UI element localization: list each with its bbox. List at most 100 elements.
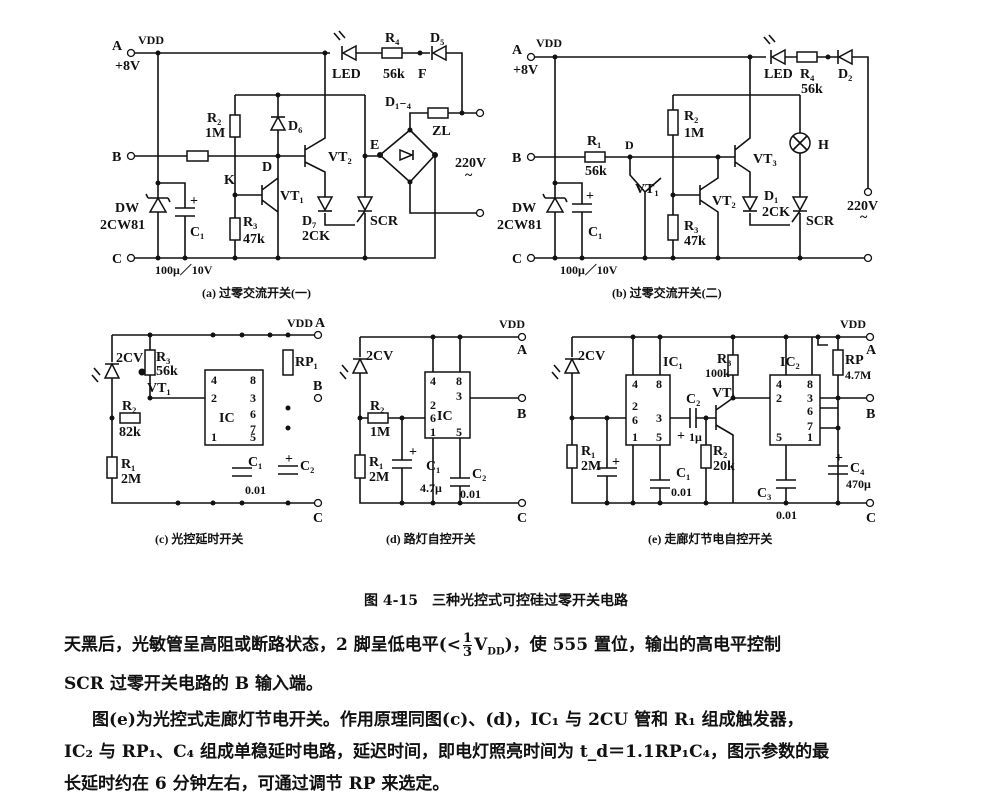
label-r3-value: 47k [684, 234, 706, 249]
resistor-r2 [667, 109, 679, 136]
pin-3: 3 [456, 389, 462, 403]
label-ic: IC [437, 409, 453, 424]
label-d2: D₂ [838, 67, 852, 82]
label-c3-value: 0.01 [776, 508, 797, 522]
label-r2-value: 82k [119, 425, 141, 440]
label-r2-value: 1M [684, 126, 704, 141]
terminal-b[interactable] [526, 152, 536, 162]
label-a: A [112, 39, 123, 54]
circuit-diagrams: A VDD +8V B C R₂ 1M D₆ D K VT₁ VT₂ R₃ 47… [91, 30, 878, 546]
label-r2-value: 20k [713, 459, 735, 474]
diode-d6 [269, 115, 287, 131]
photodiode-2cv [91, 362, 121, 383]
label-tilde: ~ [860, 210, 868, 225]
label-e: E [370, 138, 379, 153]
ic1-pin-6: 6 [632, 413, 638, 427]
diode-d5 [431, 44, 447, 62]
terminal-b[interactable] [126, 151, 136, 161]
capacitor-c1 [175, 207, 195, 217]
terminal-c[interactable] [517, 498, 527, 508]
label-r1-value: 2M [121, 472, 141, 487]
resistor-r2 [119, 412, 141, 424]
pin-7: 7 [250, 422, 256, 436]
capacitor-c3 [776, 479, 796, 489]
label-f: F [418, 67, 427, 82]
label-c1-plus: + [190, 194, 198, 209]
label-vt1: VT₁ [280, 189, 304, 204]
terminal-a[interactable] [526, 52, 536, 62]
label-r2-value: 1M [370, 425, 390, 440]
pin-1: 1 [211, 430, 217, 444]
label-r3-value: 56k [156, 364, 178, 379]
diagram-b: A VDD +8V B C R₁ 56k D VT₁ VT₂ VT₃ R₂ 1M… [497, 34, 878, 300]
terminal-ac2[interactable] [863, 253, 873, 263]
label-d6: D₆ [288, 119, 302, 134]
ic2-pin-3: 3 [807, 391, 813, 405]
diagram-e: VDD A B C 2CV R₁ 2M + IC₁ 4 8 2 6 3 1 5 … [551, 317, 877, 546]
capacitor-c1 [572, 203, 592, 213]
label-r2: R₂ [370, 399, 384, 414]
label-trigger-cap-plus: + [612, 455, 620, 470]
subscript: DD [487, 646, 505, 658]
label-c1-value: 100μ／10V [155, 262, 213, 277]
terminal-ac1[interactable] [475, 108, 485, 118]
led [763, 34, 786, 66]
terminal-a[interactable] [313, 330, 323, 340]
terminal-ac1[interactable] [863, 187, 873, 197]
potentiometer-rp[interactable] [832, 349, 844, 376]
resistor-r3 [667, 214, 679, 241]
pin-2: 2 [430, 398, 436, 412]
resistor-r1 [106, 456, 118, 479]
terminal-b[interactable] [517, 393, 527, 403]
diagram-c: VDD A B C 2CV R₃ 56k VT₁ R₂ 82k R₁ 2M IC… [91, 316, 326, 546]
photodiode-2cv [551, 357, 581, 380]
resistor-b-input [186, 150, 209, 162]
terminal-c[interactable] [313, 498, 323, 508]
terminal-b[interactable] [865, 393, 875, 403]
caption-b: (b) 过零交流开关(二) [612, 285, 722, 300]
text-segment: )，使 555 置位，输出的高电平控制 [504, 635, 782, 655]
capacitor-trigger [597, 467, 617, 477]
capacitor-c2 [278, 465, 298, 475]
label-dw: DW [115, 201, 139, 216]
label-c: C [866, 511, 876, 526]
terminal-ac2[interactable] [475, 208, 485, 218]
label-c4-value: 470μ [846, 477, 871, 491]
capacitor-c1 [650, 479, 670, 489]
label-c1: C₁ [588, 225, 602, 240]
diagram-d: VDD A B C 2CV R₂ 1M R₁ 2M C₁ + 4.7μ IC 4… [339, 317, 528, 546]
label-r1: R₁ [581, 444, 595, 459]
label-vdd: VDD [138, 33, 164, 47]
terminal-a[interactable] [126, 48, 136, 58]
diagram-a: A VDD +8V B C R₂ 1M D₆ D K VT₁ VT₂ R₃ 47… [100, 30, 486, 300]
terminal-a[interactable] [865, 332, 875, 342]
label-led: LED [332, 67, 361, 82]
potentiometer-rp1[interactable] [282, 349, 294, 376]
terminal-b[interactable] [313, 393, 323, 403]
terminal-c[interactable] [865, 498, 875, 508]
scr [356, 196, 374, 223]
terminal-c[interactable] [526, 253, 536, 263]
terminal-c[interactable] [126, 253, 136, 263]
label-c1: C₁ [190, 225, 204, 240]
pin-2: 2 [211, 391, 217, 405]
label-vdd: VDD [840, 317, 866, 331]
ic2-pin-4: 4 [776, 377, 782, 391]
label-b: B [313, 379, 322, 394]
label-scr: SCR [806, 214, 835, 229]
label-r2-value: 1M [205, 126, 225, 141]
label-vt1: VT₁ [147, 381, 171, 396]
label-d: D [625, 138, 634, 152]
label-tilde: ~ [465, 168, 473, 183]
label-c2-value: 1μ [689, 430, 702, 444]
label-220v: 220V [847, 199, 878, 214]
label-vdd: VDD [499, 317, 525, 331]
text-segment: V [474, 635, 488, 655]
terminal-a[interactable] [517, 332, 527, 342]
label-r3-value: 100k [705, 366, 730, 380]
label-8v: +8V [115, 59, 140, 74]
label-ic1: IC₁ [663, 355, 683, 370]
label-r3: R₃ [684, 219, 698, 234]
